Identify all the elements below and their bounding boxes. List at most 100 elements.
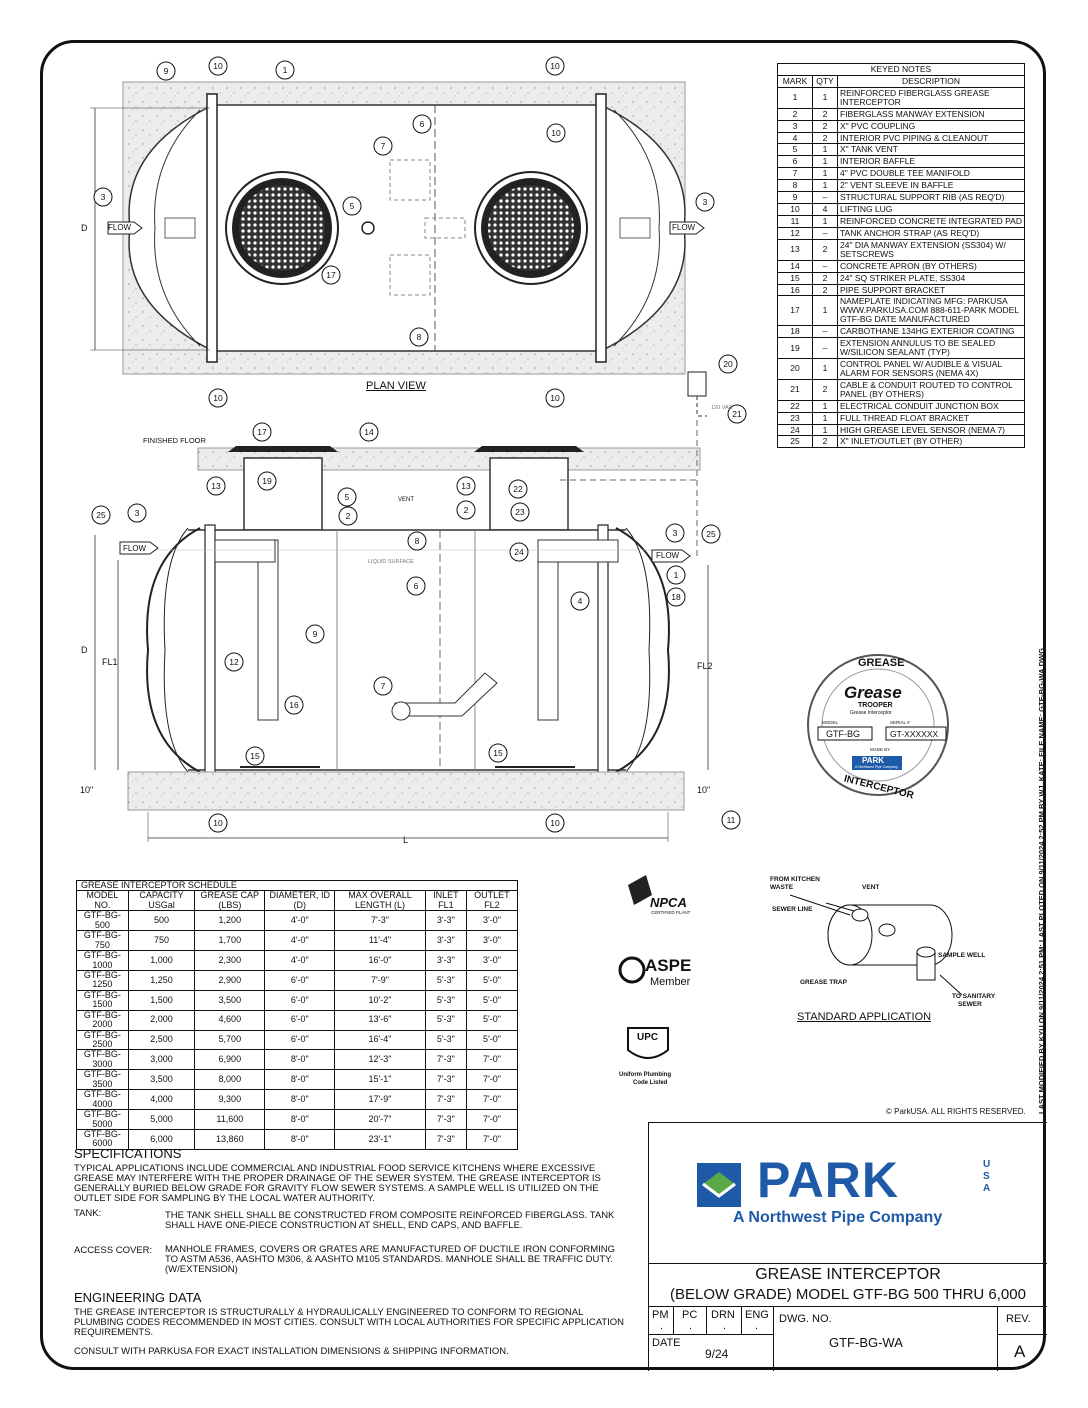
keyed-note-desc: EXTENSION ANNULUS TO BE SEALED w/SILICON… (837, 337, 1025, 359)
keyed-note-mark: 25 (777, 435, 813, 449)
npca-logo-sub: CERTIFIED PLANT (651, 910, 691, 915)
schedule-cell: 4,000 (127, 1089, 196, 1111)
schedule-cell: GTF-BG-500 (76, 910, 129, 932)
svg-text:10: 10 (213, 818, 223, 828)
nameplate-model-label: MODEL (822, 720, 839, 725)
elev-flow-label-left: FLOW (123, 544, 147, 553)
keyed-note-mark: 1 (777, 86, 813, 109)
specifications-section: SPECIFICATIONS TYPICAL APPLICATIONS INCL… (74, 1147, 634, 1204)
keyed-note-desc: CONCRETE APRON (BY OTHERS) (837, 259, 1025, 273)
schedule-cell: 5'-0" (465, 1009, 519, 1031)
plan-rib-left (206, 93, 218, 363)
specifications-intro: TYPICAL APPLICATIONS INCLUDE COMMERCIAL … (74, 1162, 601, 1204)
svg-text:3: 3 (135, 508, 140, 518)
schedule-cell: 4'-0" (264, 910, 336, 932)
schedule-cell: 7'-0" (465, 1049, 519, 1071)
elev-dim-10-right: 10" (697, 785, 711, 795)
plan-manhole-right (474, 171, 588, 285)
park-usa: USA (983, 1159, 991, 1194)
elev-dim-10-left: 10" (80, 785, 94, 795)
schedule-cell: 1,500 (127, 989, 196, 1011)
nameplate-graphic (807, 654, 949, 796)
schedule-cell: 10'-2" (334, 989, 426, 1011)
keyed-note-mark: 19 (777, 337, 813, 359)
svg-text:10: 10 (550, 818, 560, 828)
keyed-note-desc: INTERIOR BAFFLE (837, 155, 1025, 169)
schedule-cell: GTF-BG-2500 (76, 1029, 129, 1051)
svg-text:2: 2 (346, 511, 351, 521)
pm-value: . (660, 1320, 664, 1332)
keyed-note-row: 18–CARBOTHANE 134HG EXTERIOR COATING (777, 325, 1025, 339)
schedule-header-cell: CAPACITY USGal (127, 890, 196, 912)
plan-view-title: PLAN VIEW (366, 380, 426, 392)
schedule-cell: 23'-1" (334, 1128, 426, 1150)
keyed-note-mark: 20 (777, 357, 813, 380)
keyed-note-qty: 1 (812, 143, 838, 157)
pc-label: PC (682, 1309, 698, 1321)
schedule-cell: 3,500 (127, 1069, 196, 1091)
schedule-cell: 6'-0" (264, 1009, 336, 1031)
keyed-note-desc: TANK ANCHOR STRAP (AS REQ'D) (837, 226, 1025, 240)
keyed-note-qty: 2 (812, 271, 838, 285)
schedule-cell: 8'-0" (264, 1089, 336, 1111)
schedule-cell: GTF-BG-1000 (76, 950, 129, 971)
keyed-note-mark: 5 (777, 143, 813, 157)
schedule-cell: 7'-0" (465, 1089, 519, 1111)
schedule-cell: 8,000 (194, 1069, 266, 1091)
keyed-note-qty: 2 (812, 238, 838, 261)
sa-waste: WASTE (770, 884, 794, 891)
nameplate-model: GTF-BG (826, 729, 860, 739)
keyed-note-mark: 18 (777, 325, 813, 339)
park-logo-mark (697, 1163, 741, 1207)
schedule-cell: 11,600 (194, 1109, 266, 1130)
svg-text:10: 10 (550, 393, 560, 403)
schedule-cell: 13'-6" (334, 1009, 426, 1031)
nameplate-park: PARK (862, 756, 885, 765)
keyed-header-description: DESCRIPTION (837, 74, 1025, 88)
schedule-cell: 3'-3" (424, 910, 467, 932)
keyed-note-qty: 1 (812, 423, 838, 437)
schedule-cell: 2,300 (194, 950, 266, 971)
schedule-header-cell: GREASE CAP (LBS) (194, 890, 266, 912)
schedule-cell: GTF-BG-3000 (76, 1049, 129, 1071)
elev-left-endcap (146, 527, 201, 773)
schedule-cell: 8'-0" (264, 1128, 336, 1150)
keyed-note-desc: X" TANK VENT (837, 143, 1025, 157)
keyed-note-qty: 2 (812, 131, 838, 145)
eng-value: . (755, 1320, 759, 1332)
date-label: DATE (652, 1337, 681, 1349)
elev-dim-fl2: FL2 (697, 661, 713, 671)
liquid-surface-label: LIQUID SURFACE (368, 559, 414, 565)
npca-logo (628, 875, 652, 905)
keyed-note-desc: CONTROL PANEL W/ AUDIBLE & VISUAL ALARM … (837, 357, 1025, 380)
svg-text:10: 10 (551, 128, 561, 138)
schedule-cell: 500 (127, 910, 196, 932)
elev-dim-d: D (81, 645, 88, 655)
keyed-note-desc: REINFORCED CONCRETE INTEGRATED PAD (837, 214, 1025, 228)
svg-text:21: 21 (732, 409, 742, 419)
keyed-note-mark: 22 (777, 399, 813, 413)
keyed-note-mark: 12 (777, 226, 813, 240)
upc-logo-text: UPC (637, 1032, 659, 1043)
sa-grease-trap: GREASE TRAP (800, 979, 847, 986)
keyed-header-qty: QTY (812, 74, 838, 88)
keyed-note-desc: 2" VENT SLEEVE IN BAFFLE (837, 179, 1025, 193)
schedule-cell: 7'-9" (334, 969, 426, 991)
keyed-note-desc: 24" DIA MANWAY EXTENSION (SS304) W/ SETS… (837, 238, 1025, 261)
svg-text:20: 20 (723, 359, 733, 369)
schedule-table: GREASE INTERCEPTOR SCHEDULE MODEL NO.CAP… (76, 879, 519, 1150)
schedule-cell: GTF-BG-3500 (76, 1069, 129, 1091)
schedule-cell: 6'-0" (264, 1029, 336, 1051)
title-line1: GREASE INTERCEPTOR (755, 1266, 941, 1283)
elev-dim-fl1: FL1 (102, 657, 118, 667)
eng-label: ENG (745, 1309, 769, 1321)
tank-text: THE TANK SHELL SHALL BE CONSTRUCTED FROM… (165, 1210, 615, 1231)
